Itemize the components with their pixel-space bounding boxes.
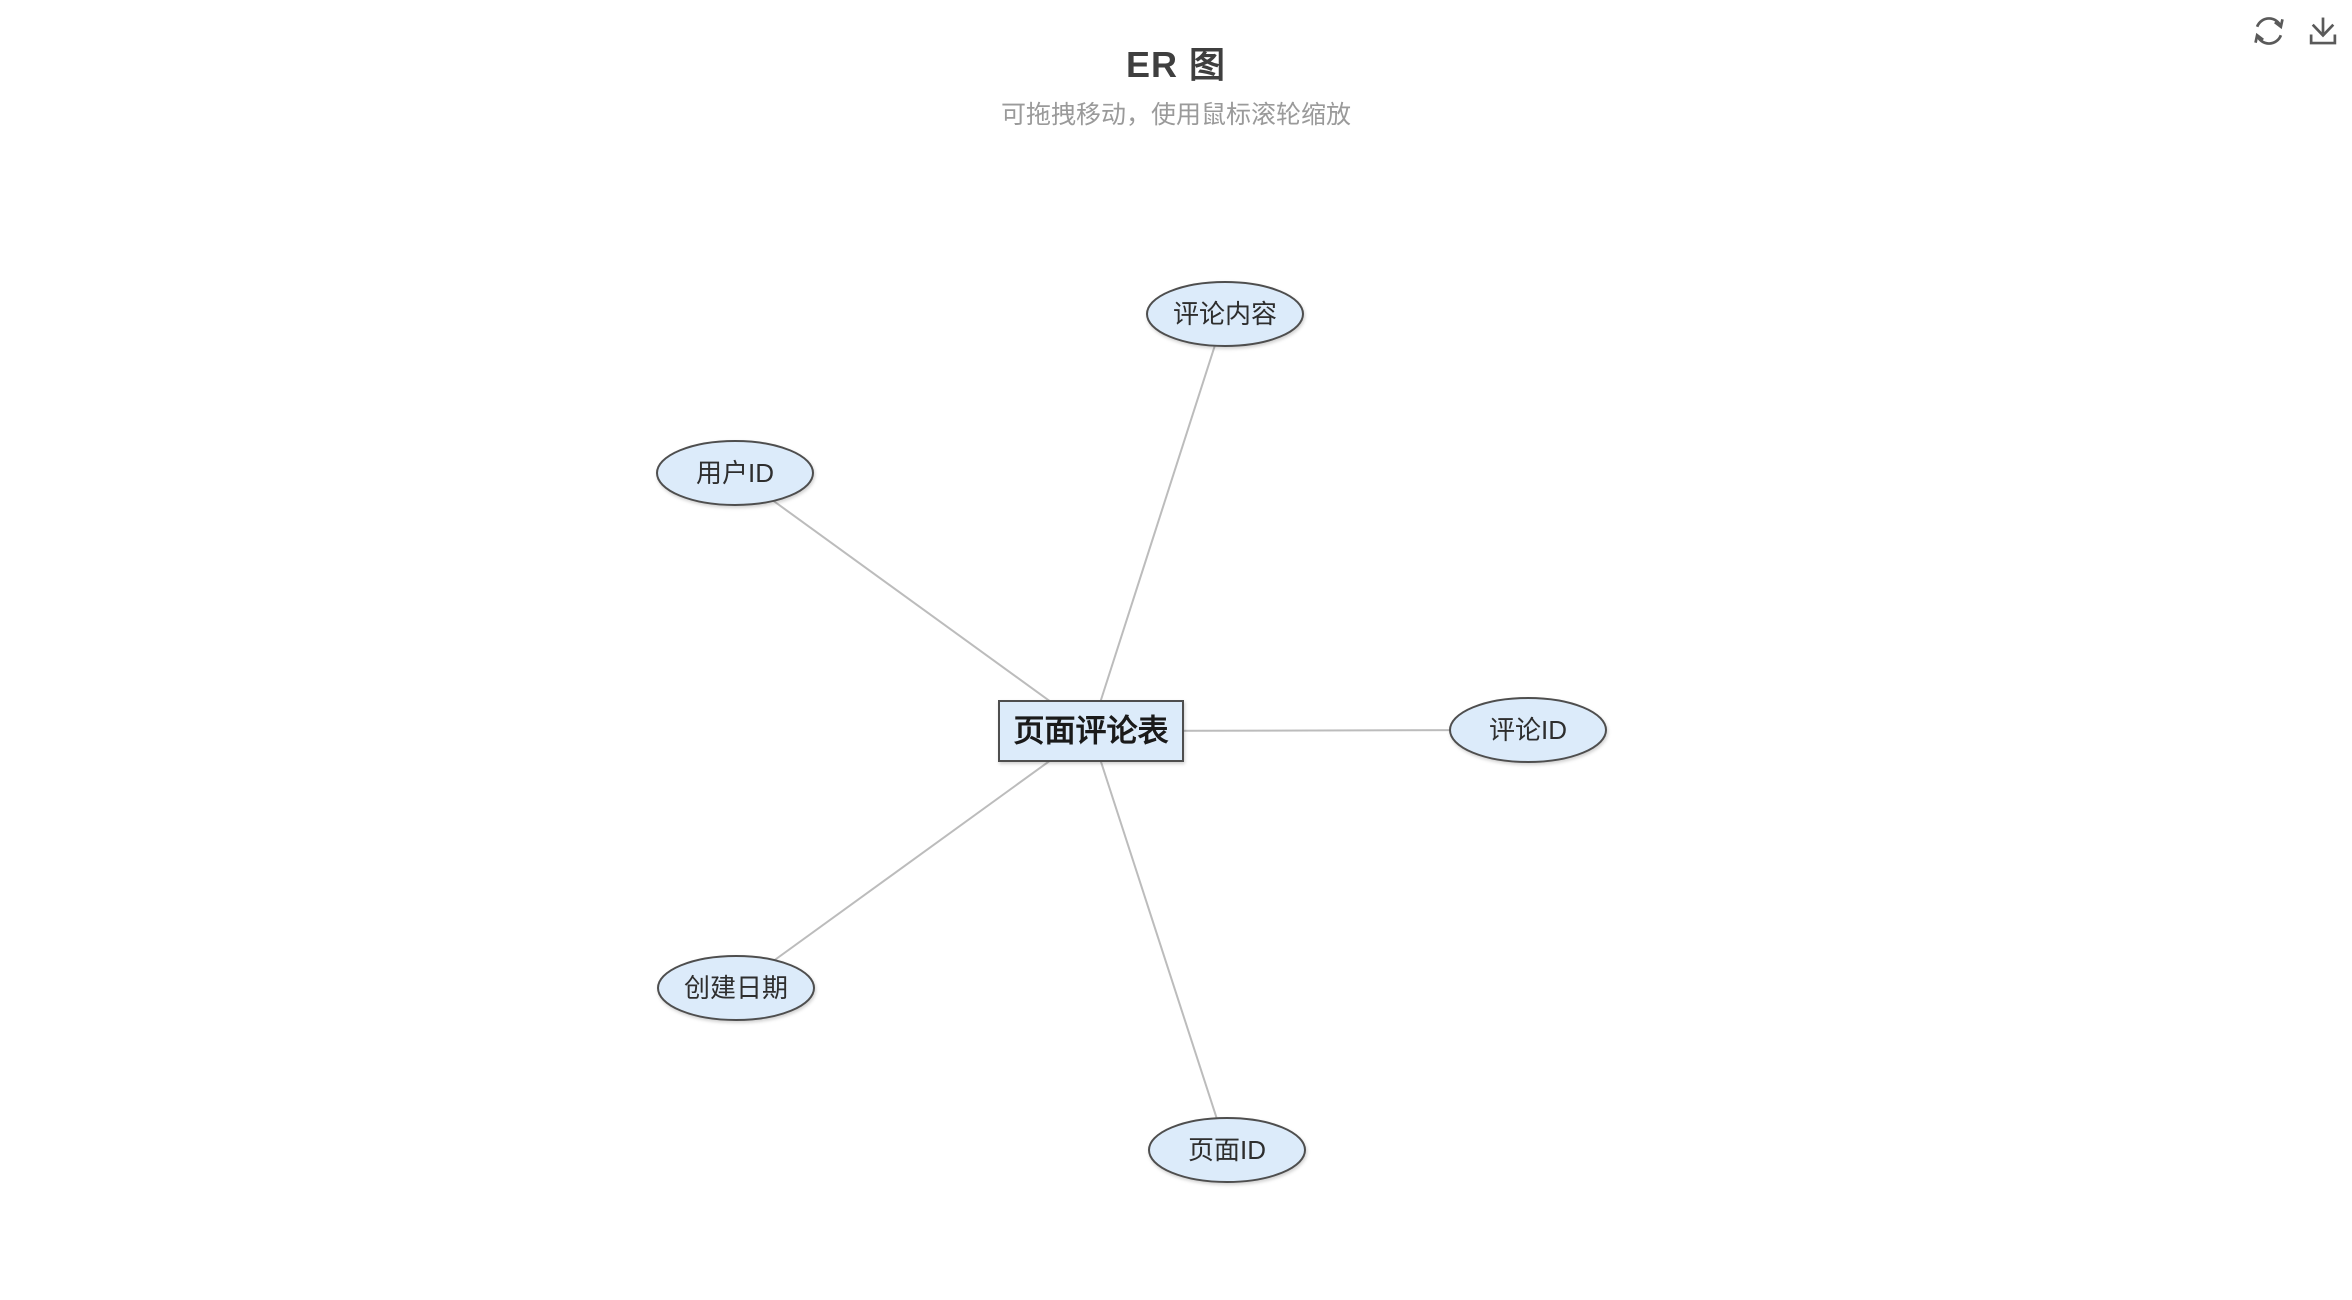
er-node-comment-id[interactable]: 评论ID xyxy=(1449,697,1607,763)
attribute-label: 评论ID xyxy=(1489,715,1567,745)
refresh-icon xyxy=(2254,17,2284,45)
attribute-label: 创建日期 xyxy=(684,973,788,1003)
attribute-shape xyxy=(657,955,815,1021)
er-node-comment-content[interactable]: 评论内容 xyxy=(1146,281,1304,347)
attribute-label: 用户ID xyxy=(696,458,774,488)
download-icon xyxy=(2309,17,2337,45)
er-edge-page-comment-table-user-id xyxy=(734,472,1092,732)
er-node-create-date[interactable]: 创建日期 xyxy=(657,955,815,1021)
attribute-shape xyxy=(1148,1117,1306,1183)
attribute-label: 页面ID xyxy=(1188,1135,1266,1165)
er-edge-page-comment-table-create-date xyxy=(735,730,1092,989)
refresh-button[interactable] xyxy=(2250,12,2288,50)
attribute-shape xyxy=(656,440,814,506)
toolbar xyxy=(2250,12,2342,50)
er-edge-page-comment-table-page-id xyxy=(1090,730,1228,1151)
entity-label: 页面评论表 xyxy=(1014,714,1169,749)
er-node-page-comment-table[interactable]: 页面评论表 xyxy=(998,700,1184,762)
attribute-shape xyxy=(1146,281,1304,347)
download-button[interactable] xyxy=(2304,12,2342,50)
er-edge-page-comment-table-comment-content xyxy=(1090,313,1226,732)
er-node-user-id[interactable]: 用户ID xyxy=(656,440,814,506)
attribute-label: 评论内容 xyxy=(1173,299,1277,329)
er-node-page-id[interactable]: 页面ID xyxy=(1148,1117,1306,1183)
attribute-shape xyxy=(1449,697,1607,763)
entity-shape xyxy=(998,700,1184,762)
